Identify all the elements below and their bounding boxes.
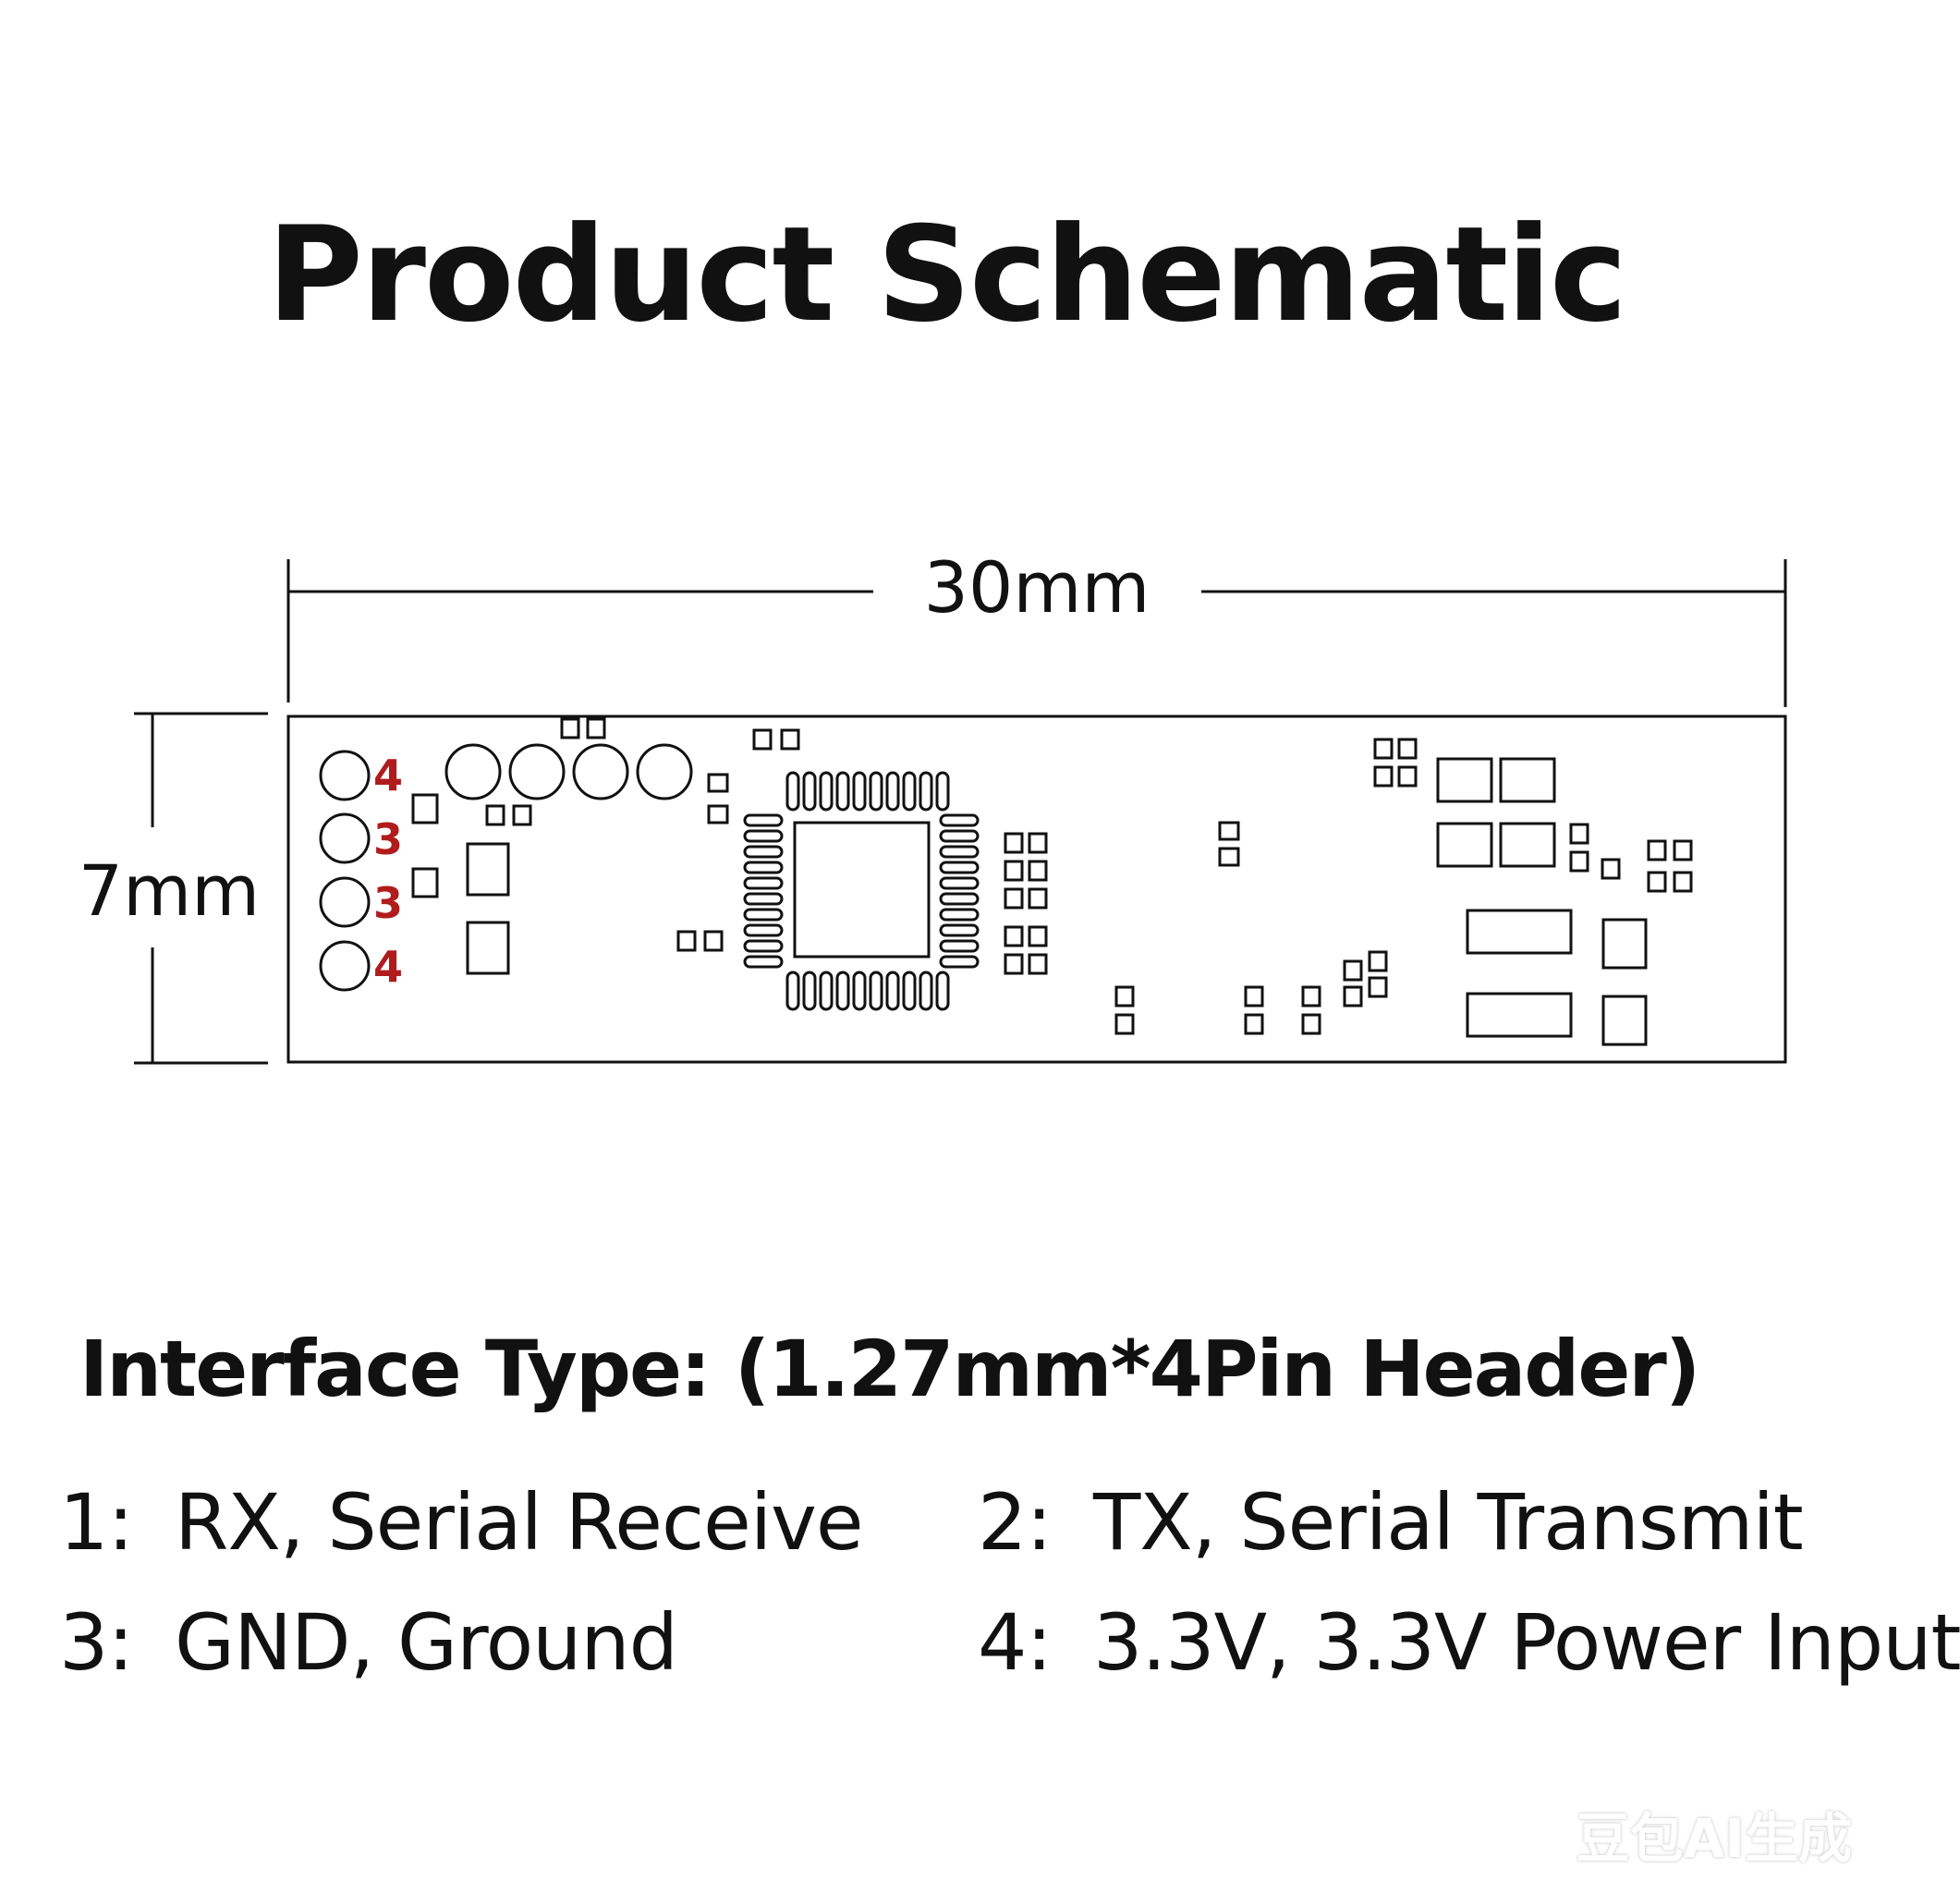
watermark: 豆包AI生成 bbox=[1576, 1807, 1852, 1870]
pin-description-2: 2: TX, Serial Transmit bbox=[978, 1477, 1804, 1568]
ic-pins-right bbox=[939, 813, 980, 969]
pin-number: 2: bbox=[978, 1477, 1053, 1568]
header-pin-hole bbox=[319, 812, 371, 864]
page-title: Product Schematic bbox=[266, 199, 1627, 351]
pin-label: 3 bbox=[373, 878, 403, 928]
pin-number: 3: bbox=[59, 1597, 134, 1688]
pin-label: 4 bbox=[373, 942, 403, 992]
via-hole bbox=[444, 743, 502, 800]
pcb-schematic: 30mm 7mm 4 3 3 4 bbox=[79, 546, 1787, 1065]
pin-label: 3 bbox=[373, 814, 403, 864]
pin-text: 3.3V, 3.3V Power Input bbox=[1093, 1597, 1960, 1688]
pin-text: GND, Ground bbox=[175, 1597, 678, 1688]
header-pin-hole bbox=[319, 876, 371, 928]
pin-text: RX, Serial Receive bbox=[175, 1477, 864, 1568]
header-pin-hole bbox=[319, 940, 371, 992]
ic-pins-top bbox=[785, 771, 950, 812]
pin-text: TX, Serial Transmit bbox=[1093, 1477, 1804, 1568]
pin-description-1: 1: RX, Serial Receive bbox=[59, 1477, 864, 1568]
via-hole bbox=[636, 743, 693, 800]
pin-label: 4 bbox=[373, 751, 403, 800]
pin-description-3: 3: GND, Ground bbox=[59, 1597, 678, 1688]
height-dimension-label: 7mm bbox=[79, 849, 260, 932]
via-hole bbox=[508, 743, 566, 800]
pin-number: 1: bbox=[59, 1477, 134, 1568]
pin-description-4: 4: 3.3V, 3.3V Power Input bbox=[978, 1597, 1960, 1688]
ic-pins-bottom bbox=[785, 971, 950, 1011]
pin-number: 4: bbox=[978, 1597, 1053, 1688]
ic-pins-left bbox=[743, 813, 784, 969]
via-hole bbox=[572, 743, 629, 800]
width-dimension-label: 30mm bbox=[924, 546, 1150, 629]
pcb-board-outline bbox=[286, 714, 1787, 1064]
header-pin-hole bbox=[319, 750, 371, 801]
interface-type-heading: Interface Type: (1.27mm*4Pin Header) bbox=[79, 1324, 1700, 1414]
ic-chip bbox=[793, 821, 931, 959]
